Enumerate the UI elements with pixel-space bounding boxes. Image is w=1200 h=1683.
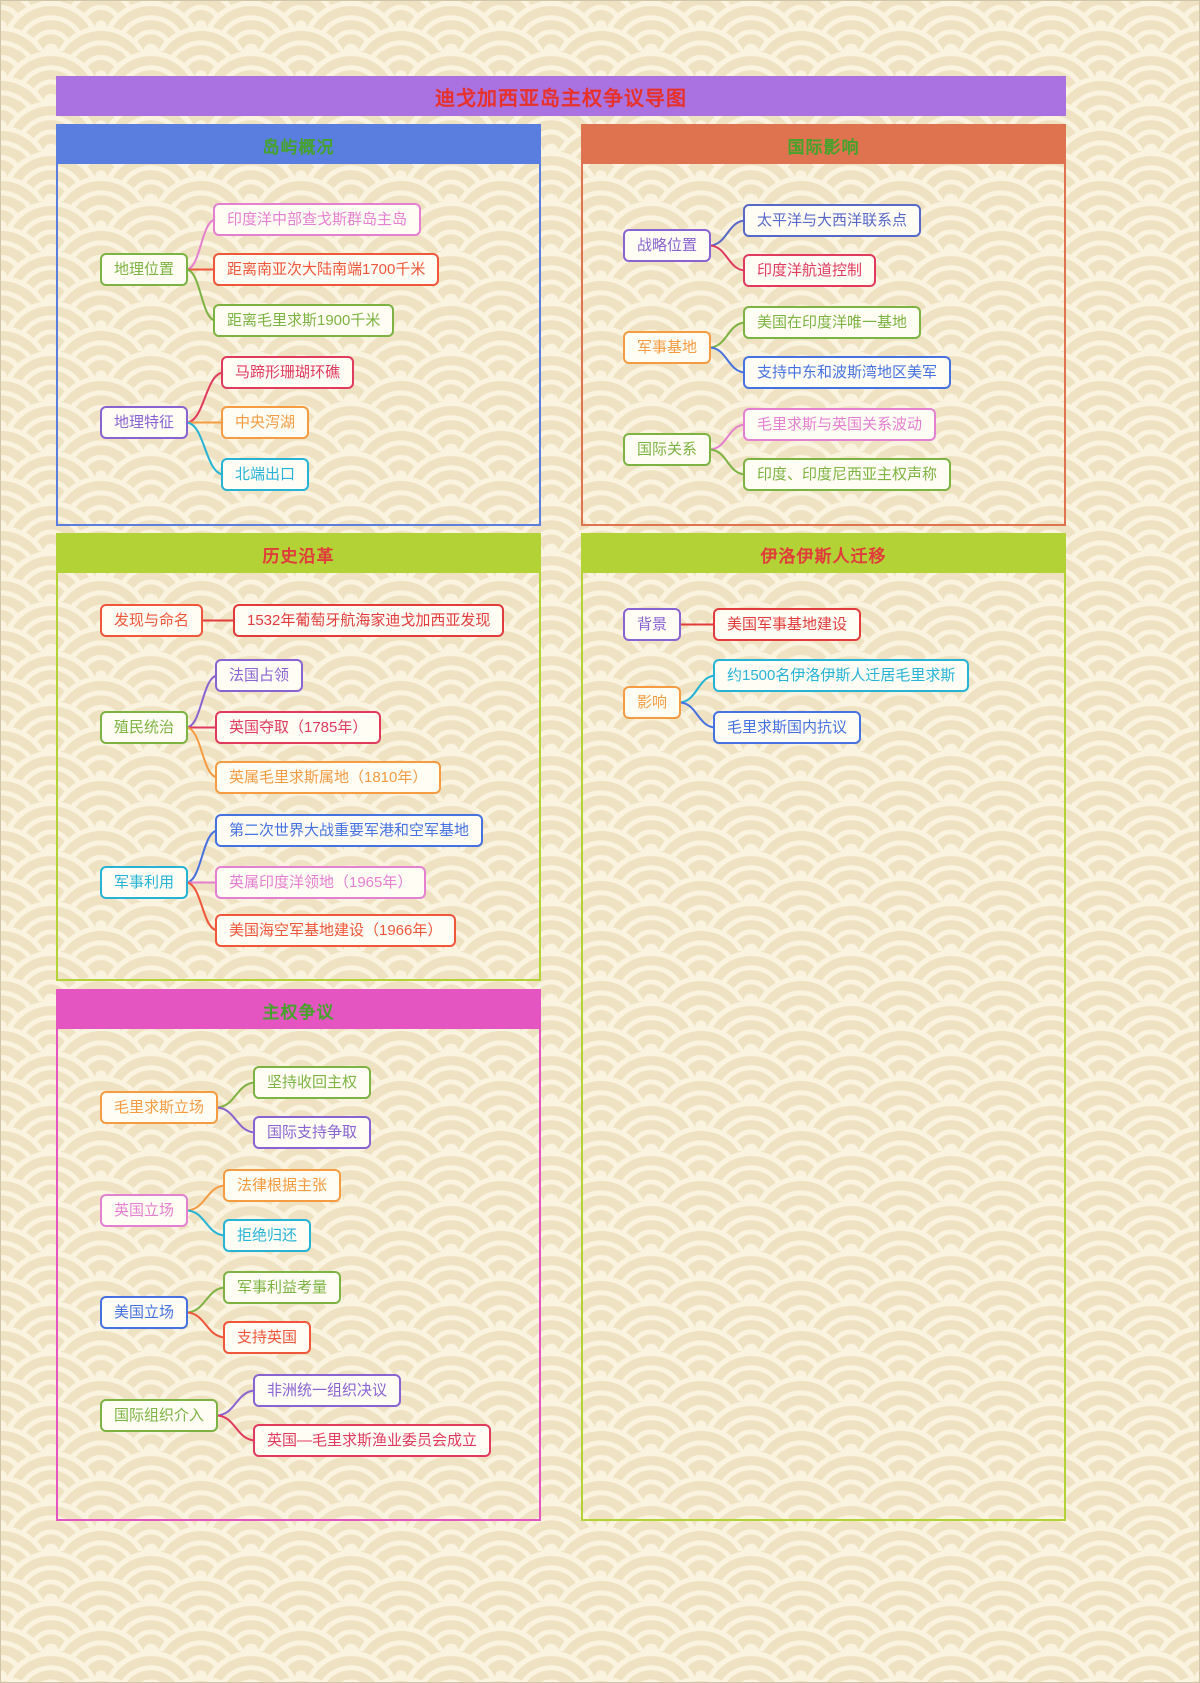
connector-line	[185, 1311, 227, 1339]
section-body-ilois-migration: 背景 美国军事基地建设 影响 约1500名伊洛伊斯人迁居毛里求斯 毛里求斯国内抗…	[583, 573, 1064, 1519]
section-ilois-migration: 伊洛伊斯人迁移 背景 美国军事基地建设 影响 约1500名伊洛伊斯人迁居毛里求斯…	[581, 533, 1066, 1521]
mindmap-branch[interactable]: 军事利用	[100, 866, 189, 899]
connector-line	[185, 1286, 227, 1314]
mindmap-leaf[interactable]: 英国夺取（1785年）	[215, 711, 382, 744]
mindmap-leaf[interactable]: 支持中东和波斯湾地区美军	[743, 356, 952, 389]
connector-line	[678, 674, 717, 704]
connector-line	[708, 423, 747, 451]
section-title: 国际影响	[787, 137, 860, 157]
map-title: 迪戈加西亚岛主权争议导图	[435, 87, 687, 110]
connector-line	[185, 421, 225, 476]
connector-line	[708, 346, 747, 374]
mindmap-leaf[interactable]: 支持英国	[223, 1321, 312, 1354]
mindmap-leaf[interactable]: 太平洋与大西洋联系点	[743, 204, 922, 237]
mindmap-leaf[interactable]: 印度洋航道控制	[743, 254, 877, 287]
connector-line	[708, 219, 747, 247]
mindmap-leaf[interactable]: 约1500名伊洛伊斯人迁居毛里求斯	[713, 659, 970, 692]
connector-canvas	[708, 219, 747, 476]
mindmap-leaf[interactable]: 国际支持争取	[253, 1116, 372, 1149]
mindmap-branch[interactable]: 地理位置	[100, 253, 189, 286]
connector-line	[215, 1081, 257, 1109]
connector-line	[215, 1389, 257, 1417]
map-title-bar: 迪戈加西亚岛主权争议导图	[56, 76, 1066, 116]
connector-line	[708, 321, 747, 349]
mindmap-branch[interactable]: 发现与命名	[100, 604, 204, 637]
mindmap-leaf[interactable]: 美国军事基地建设	[713, 608, 862, 641]
mindmap-branch[interactable]: 地理特征	[100, 406, 189, 439]
mindmap-leaf[interactable]: 拒绝归还	[223, 1219, 312, 1252]
section-body-island-overview: 地理位置 印度洋中部查戈斯群岛主岛 距离南亚次大陆南端1700千米 距离毛里求斯…	[58, 164, 539, 524]
section-header-island-overview: 岛屿概况	[58, 126, 539, 164]
mindmap: 迪戈加西亚岛主权争议导图 岛屿概况 地理位置 印度洋中部查戈斯群岛主岛 距离南亚…	[56, 76, 1066, 1521]
section-header-history: 历史沿革	[58, 535, 539, 573]
connector-line	[708, 448, 747, 476]
mindmap-branch[interactable]: 毛里求斯立场	[100, 1091, 219, 1124]
mindmap-leaf[interactable]: 军事利益考量	[223, 1271, 342, 1304]
mindmap-leaf[interactable]: 美国海空军基地建设（1966年）	[215, 914, 457, 947]
mindmap-branch[interactable]: 国际组织介入	[100, 1399, 219, 1432]
connector-line	[215, 1106, 257, 1134]
mindmap-branch[interactable]: 战略位置	[623, 229, 712, 262]
section-body-international-impact: 战略位置 太平洋与大西洋联系点 印度洋航道控制 军事基地 美国在印度洋唯一基地 …	[583, 164, 1064, 524]
mindmap-leaf[interactable]: 1532年葡萄牙航海家迪戈加西亚发现	[233, 604, 505, 637]
section-header-sovereignty-dispute: 主权争议	[58, 991, 539, 1029]
connector-line	[678, 701, 717, 729]
mindmap-branch[interactable]: 国际关系	[623, 433, 712, 466]
connector-canvas	[185, 1081, 257, 1442]
connector-canvas	[185, 619, 236, 932]
mindmap-branch[interactable]: 军事基地	[623, 331, 712, 364]
mindmap-leaf[interactable]: 英属印度洋领地（1965年）	[215, 866, 427, 899]
section-history: 历史沿革 发现与命名 1532年葡萄牙航海家迪戈加西亚发现 殖民统治 法国占领 …	[56, 533, 541, 981]
mindmap-leaf[interactable]: 第二次世界大战重要军港和空军基地	[215, 814, 484, 847]
section-title: 历史沿革	[262, 546, 335, 566]
mindmap-leaf[interactable]: 英属毛里求斯属地（1810年）	[215, 761, 442, 794]
mindmap-leaf[interactable]: 英国—毛里求斯渔业委员会成立	[253, 1424, 492, 1457]
mindmap-leaf[interactable]: 印度洋中部查戈斯群岛主岛	[213, 203, 422, 236]
connector-line	[185, 674, 219, 729]
connector-canvas	[185, 218, 225, 476]
mindmap-leaf[interactable]: 坚持收回主权	[253, 1066, 372, 1099]
section-title: 主权争议	[262, 1002, 335, 1022]
mindmap-branch[interactable]: 影响	[623, 686, 682, 719]
mindmap-leaf[interactable]: 非洲统一组织决议	[253, 1374, 402, 1407]
section-island-overview: 岛屿概况 地理位置 印度洋中部查戈斯群岛主岛 距离南亚次大陆南端1700千米 距…	[56, 124, 541, 526]
section-title: 岛屿概况	[262, 137, 335, 157]
connector-line	[185, 881, 219, 932]
connector-line	[185, 1184, 227, 1212]
mindmap-branch[interactable]: 背景	[623, 608, 682, 641]
connector-line	[708, 244, 747, 272]
mindmap-leaf[interactable]: 距离毛里求斯1900千米	[213, 304, 395, 337]
connector-line	[185, 1209, 227, 1237]
mindmap-leaf[interactable]: 马蹄形珊瑚环礁	[221, 356, 355, 389]
mindmap-branch[interactable]: 殖民统治	[100, 711, 189, 744]
mindmap-leaf[interactable]: 法律根据主张	[223, 1169, 342, 1202]
mindmap-branch[interactable]: 英国立场	[100, 1194, 189, 1227]
mindmap-leaf[interactable]: 印度、印度尼西亚主权声称	[743, 458, 952, 491]
section-body-sovereignty-dispute: 毛里求斯立场 坚持收回主权 国际支持争取 英国立场 法律根据主张 拒绝归还 美国…	[58, 1029, 539, 1519]
mindmap-leaf[interactable]: 中央泻湖	[221, 406, 310, 439]
connector-line	[215, 1414, 257, 1442]
connector-line	[185, 726, 219, 779]
section-header-ilois-migration: 伊洛伊斯人迁移	[583, 535, 1064, 573]
mindmap-leaf[interactable]: 毛里求斯与英国关系波动	[743, 408, 937, 441]
section-body-history: 发现与命名 1532年葡萄牙航海家迪戈加西亚发现 殖民统治 法国占领 英国夺取（…	[58, 573, 539, 979]
mindmap-branch[interactable]: 美国立场	[100, 1296, 189, 1329]
mindmap-leaf[interactable]: 距离南亚次大陆南端1700千米	[213, 253, 440, 286]
connector-canvas	[678, 623, 717, 729]
section-international-impact: 国际影响 战略位置 太平洋与大西洋联系点 印度洋航道控制 军事基地 美国在印度洋…	[581, 124, 1066, 526]
section-title: 伊洛伊斯人迁移	[760, 546, 887, 566]
mindmap-leaf[interactable]: 美国在印度洋唯一基地	[743, 306, 922, 339]
connector-line	[185, 218, 217, 271]
connector-line	[185, 829, 219, 884]
mindmap-leaf[interactable]: 北端出口	[221, 458, 310, 491]
mindmap-leaf[interactable]: 法国占领	[215, 659, 304, 692]
mindmap-leaf[interactable]: 毛里求斯国内抗议	[713, 711, 862, 744]
connector-line	[185, 268, 217, 322]
section-header-international-impact: 国际影响	[583, 126, 1064, 164]
section-sovereignty-dispute: 主权争议 毛里求斯立场 坚持收回主权 国际支持争取 英国立场 法律根据主张 拒绝…	[56, 989, 541, 1521]
connector-line	[185, 371, 225, 424]
